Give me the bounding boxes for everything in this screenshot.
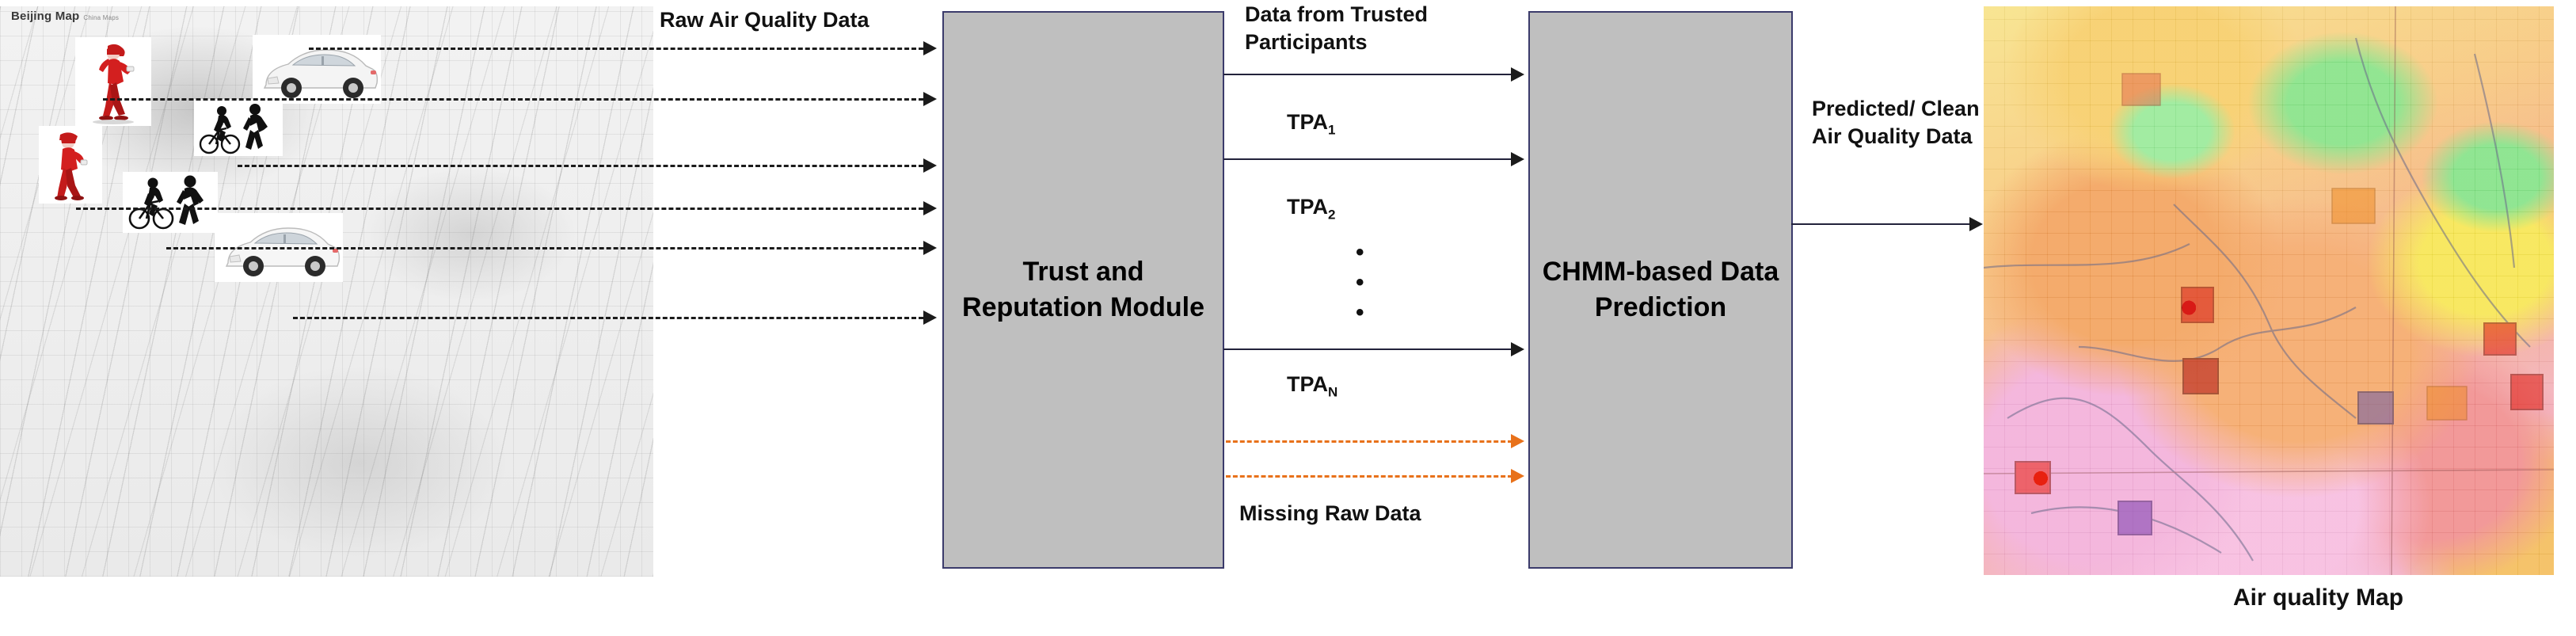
raw-data-arrow-6-head xyxy=(923,310,937,325)
trust-and-reputation-module[interactable]: Trust and Reputation Module xyxy=(942,11,1224,569)
missing-raw-data-label: Missing Raw Data xyxy=(1239,501,1421,525)
chmm-based-data-prediction[interactable]: CHMM-based Data Prediction xyxy=(1528,11,1793,569)
tpa-ellipsis: ••• xyxy=(1356,239,1364,326)
beijing-map-title-text: Beijing Map xyxy=(11,10,80,23)
raw-data-arrow-1-line xyxy=(309,48,923,50)
car-icon-top xyxy=(253,36,380,103)
tpa1-label: TPA1 xyxy=(1287,109,1335,139)
raw-data-arrow-2-head xyxy=(923,92,937,106)
raw-data-arrow-3-line xyxy=(238,165,923,167)
raw-data-arrow-6-line xyxy=(293,317,923,319)
tpan-arrow-line xyxy=(1223,348,1512,350)
cyclist-pedestrian-icon-upper xyxy=(195,100,282,155)
missing-data-arrow-1-head xyxy=(1511,434,1524,448)
beijing-map-subtitle: China Maps xyxy=(83,14,120,21)
walking-man-icon xyxy=(40,127,101,203)
tpa1-label-sub: 1 xyxy=(1328,122,1336,138)
tpa2-label-sub: 2 xyxy=(1328,207,1336,223)
tpa2-label-text: TPA xyxy=(1287,195,1328,219)
tpan-label: TPAN xyxy=(1287,371,1337,401)
chmm-based-data-prediction-label: CHMM-based Data Prediction xyxy=(1542,257,1779,322)
tpa1-arrow-line xyxy=(1223,74,1512,75)
predicted-data-arrow-line xyxy=(1791,223,1971,225)
tpa2-arrow-line xyxy=(1223,158,1512,160)
predicted-data-arrow-head xyxy=(1969,217,1983,231)
cyclist-pedestrian-icon-lower xyxy=(124,173,217,232)
raw-data-arrow-4-head xyxy=(923,201,937,215)
tpa1-arrow-head xyxy=(1511,67,1524,82)
raw-air-quality-data-label: Raw Air Quality Data xyxy=(660,8,869,32)
trust-and-reputation-module-label: Trust and Reputation Module xyxy=(962,257,1204,322)
missing-data-arrow-2-line xyxy=(1226,475,1512,478)
raw-data-arrow-1-head xyxy=(923,41,937,55)
tpa1-label-text: TPA xyxy=(1287,110,1328,134)
raw-data-arrow-5-head xyxy=(923,241,937,255)
tpan-label-sub: N xyxy=(1328,384,1338,400)
tpa2-label: TPA2 xyxy=(1287,193,1335,223)
raw-data-arrow-2-line xyxy=(103,98,923,101)
tpa2-arrow-head xyxy=(1511,152,1524,166)
missing-data-arrow-2-head xyxy=(1511,469,1524,483)
air-quality-map-panel xyxy=(1984,6,2554,575)
predicted-clean-air-quality-data-label: Predicted/ Clean Air Quality Data xyxy=(1812,97,1980,148)
air-quality-map-caption: Air quality Map xyxy=(2233,585,2404,611)
tpan-arrow-head xyxy=(1511,342,1524,356)
raw-data-arrow-5-line xyxy=(166,247,923,249)
walking-woman-icon xyxy=(76,38,150,125)
missing-data-arrow-1-line xyxy=(1226,440,1512,443)
raw-data-arrow-3-head xyxy=(923,158,937,173)
raw-data-arrow-4-line xyxy=(76,208,923,210)
data-from-trusted-participants-label: Data from Trusted Participants xyxy=(1245,2,1429,54)
tpan-label-text: TPA xyxy=(1287,372,1328,396)
